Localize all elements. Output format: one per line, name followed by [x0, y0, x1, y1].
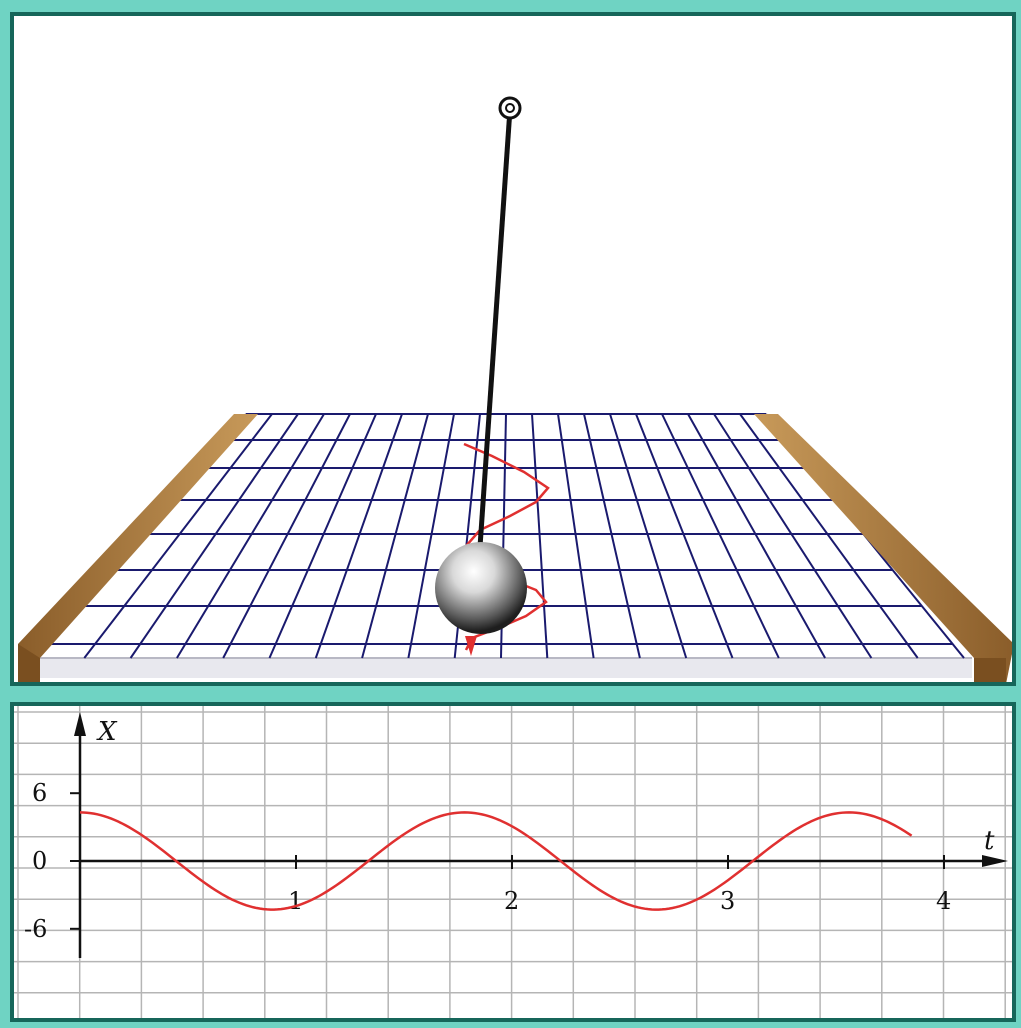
left-rail [18, 414, 258, 682]
pendulum-rod [475, 108, 513, 577]
t-tick-label: 4 [936, 887, 951, 915]
left-rail-end [18, 644, 40, 682]
table-grid-line [713, 413, 873, 659]
chart-ticks: 1 2 3 4 6 0 -6 [24, 779, 951, 943]
table-front-edge [22, 658, 972, 678]
table-grid-line [129, 413, 299, 659]
x-axis-arrow [74, 712, 86, 736]
x-axis-label: X [96, 717, 118, 747]
displacement-chart: Xt 1 2 3 4 6 0 -6 [14, 706, 1012, 1018]
t-tick-label: 3 [720, 887, 735, 915]
pendulum-scene [18, 96, 1012, 682]
x-tick-label: -6 [24, 915, 47, 943]
x-tick-label: 6 [32, 779, 47, 807]
displacement-curve [79, 811, 913, 911]
pendulum-scene-panel [10, 12, 1016, 686]
right-rail-end [974, 658, 1006, 682]
t-tick-label: 2 [504, 887, 519, 915]
table-surface [22, 414, 972, 658]
table-grid-line [176, 413, 325, 659]
t-axis-arrow [982, 855, 1008, 867]
table-grid-line [635, 413, 734, 659]
table-grid-line [687, 413, 826, 659]
pivot [498, 96, 522, 120]
trace-pen-marker [465, 636, 477, 656]
table-grid-line [531, 413, 549, 659]
table-grid-line [557, 413, 595, 659]
table-grid-line [661, 413, 780, 659]
table-grid-line [583, 413, 641, 659]
pendulum-bob [435, 542, 527, 634]
table-grid-line [361, 413, 429, 659]
table-grid-line [407, 413, 455, 659]
table-grid-line [314, 413, 403, 659]
table-grid-line [268, 413, 377, 659]
table-grid-line [222, 413, 351, 659]
x-tick-label: 0 [32, 847, 47, 875]
table-grid-line [739, 413, 919, 659]
right-rail [754, 414, 1012, 682]
table-grid-line [83, 413, 273, 659]
chart-axes: Xt [74, 712, 1008, 958]
t-axis-label: t [984, 826, 995, 856]
table-grid-line [609, 413, 688, 659]
t-tick-label: 1 [288, 887, 303, 915]
